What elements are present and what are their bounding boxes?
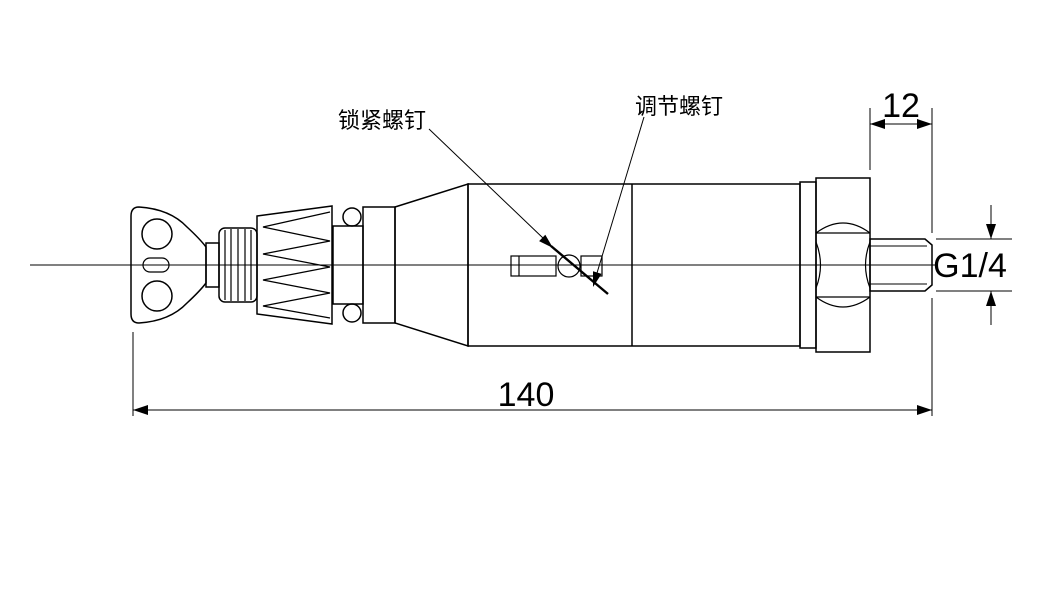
thread-stub — [869, 238, 933, 292]
dim-thread-spec: G1/4 — [933, 205, 1012, 325]
lock-screw-label: 锁紧螺钉 — [338, 108, 426, 133]
tip-hole-bottom — [141, 280, 173, 312]
dim-thread-length: 12 — [869, 87, 933, 233]
knurl-pattern — [262, 211, 331, 319]
dim-g14-text: G1/4 — [933, 247, 1007, 285]
leader-adjust-screw — [593, 116, 645, 287]
nozzle-tip — [130, 206, 207, 324]
ribbed-adapter — [218, 227, 258, 303]
screw-slot-left — [510, 255, 557, 277]
screw-slot-right — [580, 255, 603, 277]
dim-12-text: 12 — [882, 87, 920, 125]
tip-slot — [142, 257, 170, 273]
knurled-cap — [256, 205, 333, 325]
leader-lock-screw — [428, 128, 553, 248]
adjust-screw-detail — [510, 245, 609, 295]
dim-140-text: 140 — [498, 376, 555, 414]
dim-overall-length: 140 — [132, 298, 933, 416]
collar-screw-bottom — [342, 303, 362, 323]
tip-hole-top — [141, 218, 173, 250]
screw-slot-diagonal — [550, 245, 609, 295]
screw-head-circle — [557, 254, 581, 278]
adjust-screw-label: 调节螺钉 — [635, 94, 723, 119]
collar-screw-top — [342, 207, 362, 227]
